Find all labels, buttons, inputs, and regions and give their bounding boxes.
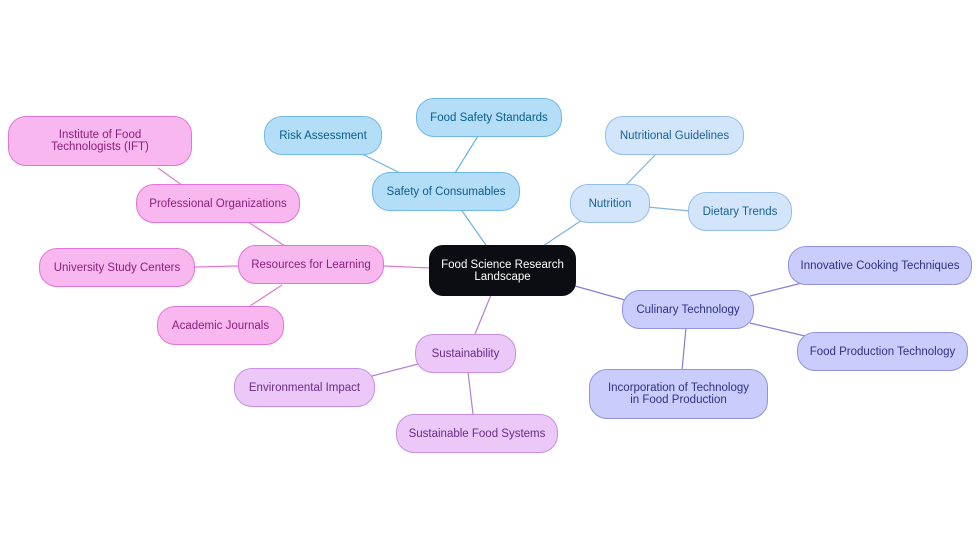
academic-journals-label: Academic Journals (171, 319, 270, 332)
innovative-cooking-techniques-node[interactable]: Innovative Cooking Techniques (788, 246, 972, 285)
nutrition-node[interactable]: Nutrition (570, 184, 650, 223)
edge-professional-ift (157, 167, 184, 187)
sustainable-food-systems-node[interactable]: Sustainable Food Systems (396, 414, 558, 453)
edge-learning-university (194, 265, 239, 268)
edge-safety-standards (454, 135, 479, 174)
safety-of-consumables-label: Safety of Consumables (386, 185, 506, 198)
ift-node[interactable]: Institute of Food Technologists (IFT) (8, 116, 192, 166)
edge-root-nutrition (539, 217, 586, 249)
edge-root-culinary (574, 285, 626, 301)
food-safety-standards-node[interactable]: Food Safety Standards (416, 98, 562, 137)
root-label: Food Science Research Landscape (441, 258, 564, 283)
environmental-impact-node[interactable]: Environmental Impact (234, 368, 375, 407)
edge-root-learning (383, 265, 431, 269)
edge-root-sustainability (474, 294, 492, 335)
incorporation-of-technology-node[interactable]: Incorporation of Technology in Food Prod… (589, 369, 768, 419)
sustainability-node[interactable]: Sustainability (415, 334, 516, 373)
edge-nutrition-trends (646, 206, 691, 212)
edge-culinary-incorporation (681, 327, 687, 371)
professional-organizations-node[interactable]: Professional Organizations (136, 184, 300, 223)
edge-culinary-cooking (749, 282, 803, 297)
edge-culinary-production (749, 322, 806, 337)
professional-organizations-label: Professional Organizations (149, 197, 287, 210)
environmental-impact-label: Environmental Impact (248, 381, 361, 394)
university-study-centers-node[interactable]: University Study Centers (39, 248, 195, 287)
food-safety-standards-label: Food Safety Standards (430, 111, 548, 124)
dietary-trends-label: Dietary Trends (702, 205, 778, 218)
resources-for-learning-node[interactable]: Resources for Learning (238, 245, 384, 284)
edge-learning-journals (249, 284, 283, 307)
university-study-centers-label: University Study Centers (53, 261, 181, 274)
edge-learning-professional (247, 221, 286, 247)
edge-sustainability-environmental (371, 363, 419, 377)
innovative-cooking-techniques-label: Innovative Cooking Techniques (800, 259, 960, 272)
food-production-technology-label: Food Production Technology (809, 345, 956, 358)
edge-nutrition-guidelines (624, 152, 658, 187)
culinary-technology-node[interactable]: Culinary Technology (622, 290, 754, 329)
nutritional-guidelines-label: Nutritional Guidelines (619, 129, 730, 142)
sustainability-label: Sustainability (431, 347, 500, 360)
root-node[interactable]: Food Science Research Landscape (429, 245, 576, 296)
dietary-trends-node[interactable]: Dietary Trends (688, 192, 792, 231)
edge-safety-risk (357, 151, 403, 175)
nutritional-guidelines-node[interactable]: Nutritional Guidelines (605, 116, 744, 155)
risk-assessment-node[interactable]: Risk Assessment (264, 116, 382, 155)
risk-assessment-label: Risk Assessment (279, 129, 367, 142)
culinary-technology-label: Culinary Technology (636, 303, 740, 316)
safety-of-consumables-node[interactable]: Safety of Consumables (372, 172, 520, 211)
edge-root-safety (459, 207, 489, 249)
ift-label: Institute of Food Technologists (IFT) (51, 129, 149, 153)
edge-sustainability-systems (467, 371, 474, 415)
academic-journals-node[interactable]: Academic Journals (157, 306, 284, 345)
sustainable-food-systems-label: Sustainable Food Systems (408, 427, 546, 440)
resources-for-learning-label: Resources for Learning (251, 258, 371, 271)
food-production-technology-node[interactable]: Food Production Technology (797, 332, 968, 371)
incorporation-of-technology-label: Incorporation of Technology in Food Prod… (607, 382, 750, 406)
nutrition-label: Nutrition (588, 197, 632, 210)
